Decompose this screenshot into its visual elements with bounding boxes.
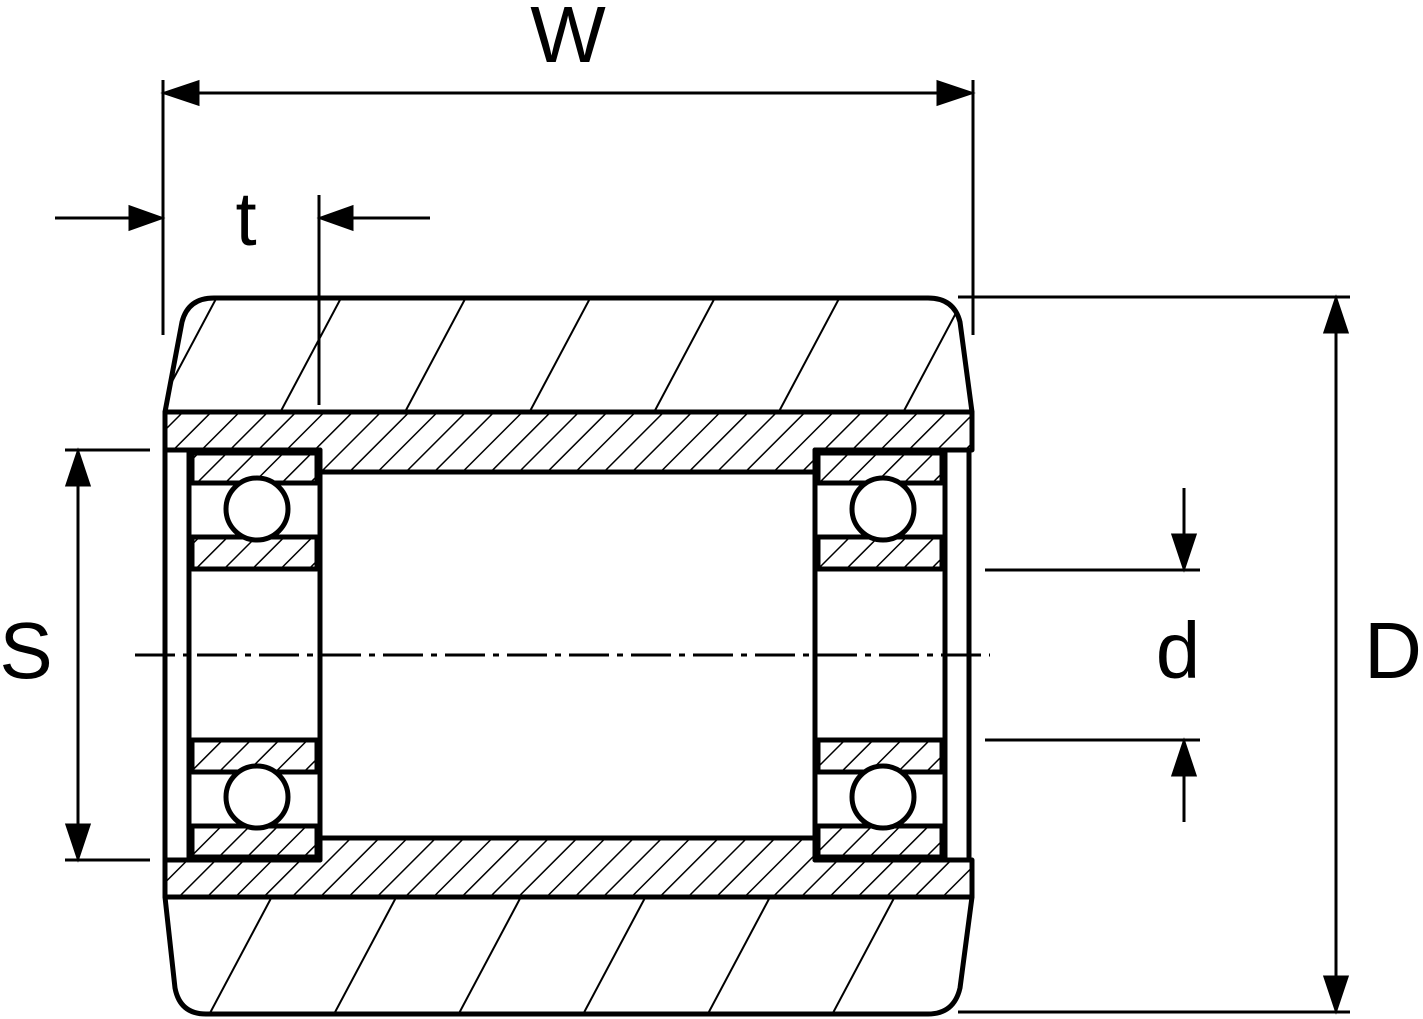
w-arrow-right [936,79,976,107]
label-od: D [1364,606,1422,695]
t-arrow-right [316,204,354,232]
right-bottom-inner-race [815,823,945,860]
label-s: S [0,606,53,695]
left-bottom-inner-race [189,823,320,860]
label-d: d [1156,606,1201,695]
left-bottom-ball [223,763,291,831]
right-bottom-ball [849,763,917,831]
label-w: W [530,0,606,79]
label-t: t [235,177,256,262]
s-arrow-top [64,447,92,487]
left-top-ball [223,475,291,543]
right-top-ball [849,475,917,543]
od-arrow-top [1322,294,1350,334]
s-arrow-bottom [64,823,92,863]
od-arrow-bottom [1322,975,1350,1015]
w-arrow-left [160,79,200,107]
tread-top [162,295,975,415]
t-arrow-left [128,204,166,232]
d-arrow-bottom [1170,737,1198,777]
tread-bottom [162,894,975,1017]
d-arrow-top [1170,533,1198,573]
